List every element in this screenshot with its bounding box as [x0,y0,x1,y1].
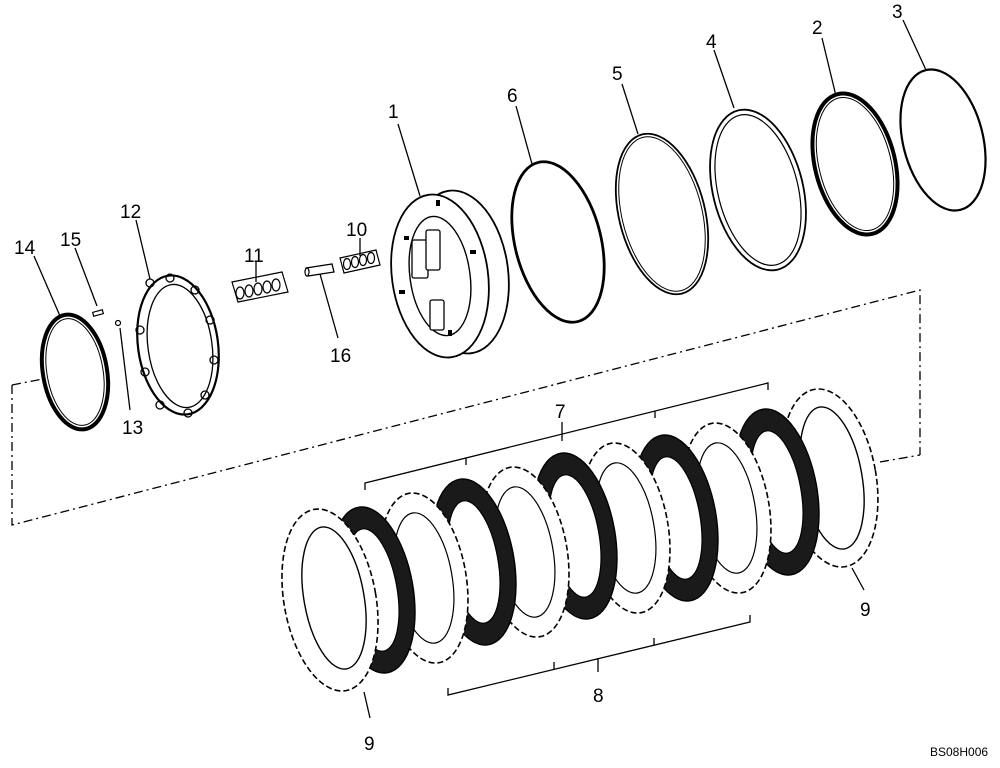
spring-set-10 [339,249,381,274]
callout-3: 3 [892,2,903,23]
retainer-plate-12 [135,273,220,418]
callout-6: 6 [507,86,518,107]
callout-14: 14 [14,238,36,259]
callout-9-right: 9 [860,600,871,621]
boundary-tick-right [879,454,921,463]
seal-ring-2 [810,91,900,237]
seal-ring-4 [709,108,807,272]
spring-set-11 [231,271,289,303]
callout-10: 10 [346,220,367,241]
pin-15 [91,309,105,317]
seal-ring-6 [510,160,606,324]
callout-13: 13 [122,418,143,439]
seal-ring-5 [614,132,710,296]
leader-lines [33,19,927,719]
ball-13 [114,319,122,327]
snap-ring-14 [39,312,111,432]
drawing-code: BS08H006 [930,745,988,759]
callout-4: 4 [706,32,717,53]
callout-16: 16 [330,346,351,367]
callout-7: 7 [555,402,566,423]
seal-ring-3 [899,68,987,212]
callout-9-left: 9 [364,734,375,755]
boundary-tick-left [11,377,49,386]
piston-1 [390,189,510,359]
callout-2: 2 [812,18,823,39]
callout-1: 1 [388,102,399,123]
callout-8: 8 [593,686,604,707]
bracket-8 [447,615,751,696]
clutch-disc-pack [281,388,879,692]
end-plate-9-left [281,508,379,692]
callout-11: 11 [244,246,264,267]
callout-15: 15 [60,230,81,251]
guide-pin-16 [304,263,335,277]
bracket-7 [364,382,769,490]
assembly-boundary-line [11,289,921,526]
callout-12: 12 [120,202,141,223]
callout-5: 5 [612,64,623,85]
